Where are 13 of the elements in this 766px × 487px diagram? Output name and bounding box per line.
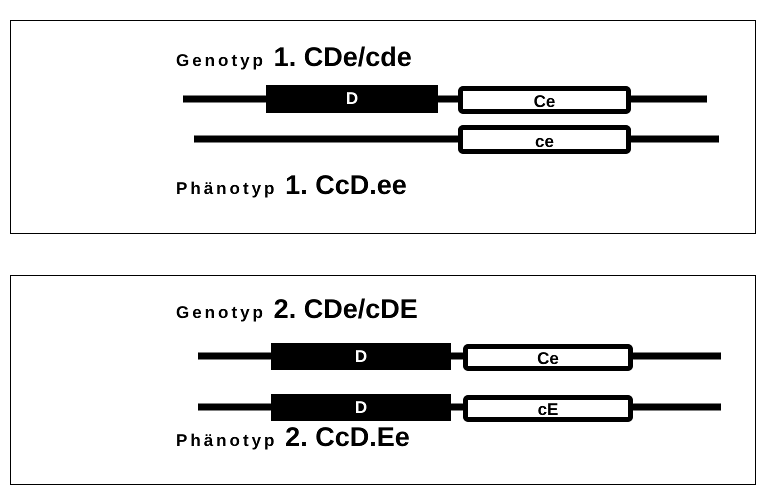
gene-segment: ce	[458, 125, 631, 154]
genotype-heading: Genotyp 1. CDe/cde	[176, 44, 412, 71]
gene-segment: cE	[463, 395, 633, 422]
gene-block: D	[271, 394, 451, 421]
genotype-heading: Genotyp 2. CDe/cDE	[176, 296, 418, 323]
gene-segment: Ce	[458, 86, 631, 114]
phenotype-heading: Phänotyp 2. CcD.Ee	[176, 424, 410, 451]
phenotype-heading: Phänotyp 1. CcD.ee	[176, 172, 407, 199]
genotype-panel	[10, 275, 756, 485]
gene-segment: Ce	[463, 344, 633, 371]
gene-block: D	[266, 85, 438, 113]
genotype-panel	[10, 20, 756, 234]
gene-block: D	[271, 343, 451, 370]
